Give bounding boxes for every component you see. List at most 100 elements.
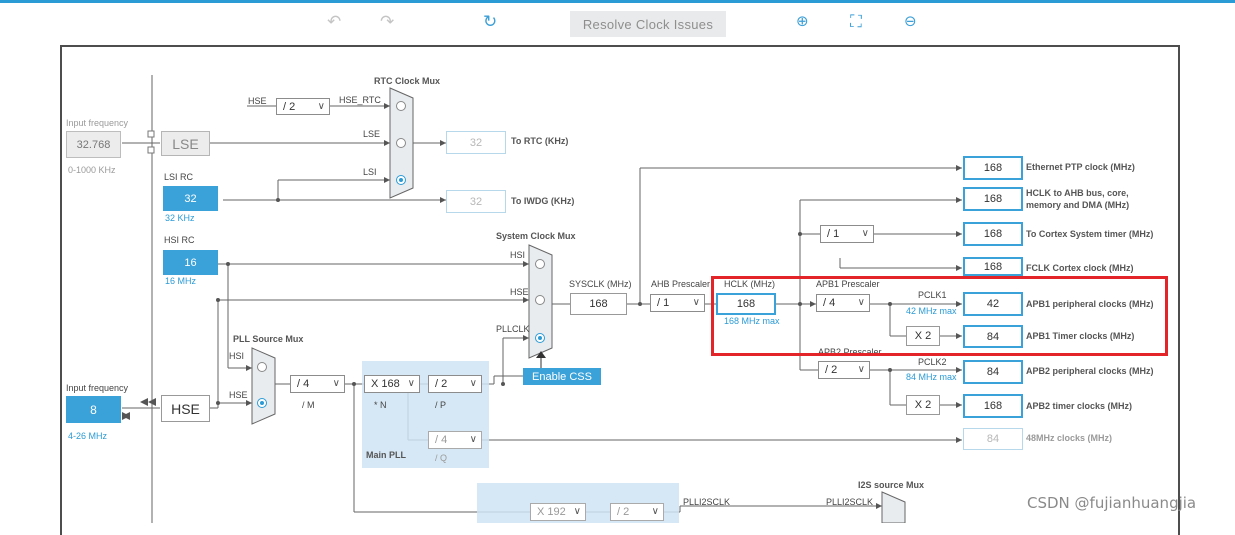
chevron-down-icon: ∨ bbox=[573, 506, 581, 517]
apb1-prescaler-select[interactable]: / 4∨ bbox=[816, 294, 870, 312]
sys-mux-radio-pllclk[interactable] bbox=[535, 333, 545, 343]
chevron-down-icon: ∨ bbox=[857, 364, 865, 375]
sys-mux-radio-hsi[interactable] bbox=[535, 259, 545, 269]
enable-css-button[interactable]: Enable CSS bbox=[523, 368, 601, 385]
pll-src-radio-hsi[interactable] bbox=[257, 362, 267, 372]
lse-button[interactable]: LSE bbox=[161, 131, 210, 156]
apb2-timer-label: APB2 timer clocks (MHz) bbox=[1026, 401, 1133, 411]
rtc-output-value: 32 bbox=[446, 131, 506, 154]
csdn-watermark: CSDN @fujianhuangjia bbox=[1027, 494, 1197, 512]
pclk2-label: PCLK2 bbox=[918, 357, 947, 367]
hclk-ahb-label-line2: memory and DMA (MHz) bbox=[1026, 200, 1130, 210]
refresh-icon[interactable]: ↻ bbox=[483, 12, 498, 31]
plli2s-r-select[interactable]: / 2∨ bbox=[610, 503, 664, 521]
top-accent-bar bbox=[0, 0, 1235, 3]
chevron-down-icon: ∨ bbox=[651, 506, 659, 517]
apb1-highlight-box bbox=[711, 276, 1168, 356]
lse-frequency-field[interactable]: 32.768 bbox=[66, 131, 121, 158]
hse-rtc-label: HSE_RTC bbox=[339, 95, 381, 105]
sysmux-hse-label: HSE bbox=[510, 287, 529, 297]
lsi-note: 32 KHz bbox=[165, 213, 195, 223]
sysmux-hsi-label: HSI bbox=[510, 250, 526, 260]
sysclk-value: 168 bbox=[570, 293, 627, 315]
apb2-prescaler-select[interactable]: / 2∨ bbox=[818, 361, 870, 379]
resolve-clock-issues-button[interactable]: Resolve Clock Issues bbox=[570, 11, 726, 37]
chevron-down-icon: ∨ bbox=[861, 228, 869, 239]
undo-icon[interactable]: ↶ bbox=[327, 12, 342, 31]
fit-screen-icon[interactable]: ⛶ bbox=[850, 12, 862, 31]
pclk2-max-note: 84 MHz max bbox=[906, 372, 957, 382]
sys-mux-radio-hse[interactable] bbox=[535, 295, 545, 305]
pll-source-mux-title: PLL Source Mux bbox=[233, 334, 304, 344]
hse-button[interactable]: HSE bbox=[161, 395, 210, 422]
i2s-mux-input-label: PLLI2SCLK bbox=[826, 497, 874, 507]
rtc-hse-input-label: HSE bbox=[248, 96, 267, 106]
rtc-hse-divider-select[interactable]: / 2∨ bbox=[276, 98, 330, 115]
iwdg-output-value: 32 bbox=[446, 190, 506, 213]
lsi-value: 32 bbox=[163, 186, 218, 211]
cortex-timer-label: To Cortex System timer (MHz) bbox=[1026, 229, 1154, 239]
rtc-output-label: To RTC (KHz) bbox=[511, 136, 569, 146]
pll-src-radio-hse[interactable] bbox=[257, 398, 267, 408]
clock-48mhz-label: 48MHz clocks (MHz) bbox=[1026, 433, 1113, 443]
rtc-mux-radio-lse[interactable] bbox=[396, 138, 406, 148]
chevron-down-icon: ∨ bbox=[332, 378, 340, 389]
iwdg-output-label: To IWDG (KHz) bbox=[511, 196, 575, 206]
sysmux-pllclk-label: PLLCLK bbox=[496, 324, 530, 334]
rtc-mux-title: RTC Clock Mux bbox=[374, 76, 441, 86]
pll-src-hse-label: HSE bbox=[229, 390, 248, 400]
apb1-timer-label: APB1 Timer clocks (MHz) bbox=[1026, 331, 1135, 341]
apb2-peripheral-label: APB2 peripheral clocks (MHz) bbox=[1026, 366, 1154, 376]
hsi-note: 16 MHz bbox=[165, 276, 197, 286]
main-pll-label: Main PLL bbox=[366, 450, 406, 460]
ahb-prescaler-select[interactable]: / 1∨ bbox=[650, 294, 705, 312]
hsi-value: 16 bbox=[163, 250, 218, 275]
hse-range-label: 4-26 MHz bbox=[68, 431, 108, 441]
plli2s-n-select[interactable]: X 192∨ bbox=[530, 503, 586, 521]
toolbar: ↶ ↷ ↻ Resolve Clock Issues ⊕ ⛶ ⊖ bbox=[0, 3, 1235, 43]
clock-canvas bbox=[60, 45, 1180, 535]
fclk-label: FCLK Cortex clock (MHz) bbox=[1026, 263, 1134, 273]
rtc-mux-radio-hse[interactable] bbox=[396, 101, 406, 111]
rtc-mux-radio-lsi[interactable] bbox=[396, 175, 406, 185]
apb2-peripheral-value: 84 bbox=[963, 360, 1023, 384]
i2s-source-mux-title: I2S source Mux bbox=[858, 480, 925, 490]
rtc-lsi-input-label: LSI bbox=[363, 167, 377, 177]
apb1-peripheral-value: 42 bbox=[963, 292, 1023, 316]
pll-p-label: / P bbox=[435, 400, 447, 410]
apb1-peripheral-label: APB1 peripheral clocks (MHz) bbox=[1026, 299, 1154, 309]
pll-n-label: * N bbox=[374, 400, 387, 410]
pll-p-select[interactable]: / 2∨ bbox=[428, 375, 482, 393]
redo-icon[interactable]: ↷ bbox=[380, 12, 395, 31]
hclk-max-note: 168 MHz max bbox=[724, 316, 780, 326]
pll-src-hsi-label: HSI bbox=[229, 351, 245, 361]
lse-range-label: 0-1000 KHz bbox=[68, 165, 116, 175]
pclk1-label: PCLK1 bbox=[918, 290, 947, 300]
fclk-value: 168 bbox=[963, 257, 1023, 276]
chevron-down-icon: ∨ bbox=[469, 378, 477, 389]
zoom-out-icon[interactable]: ⊖ bbox=[904, 13, 917, 30]
hse-frequency-field[interactable]: 8 bbox=[66, 396, 121, 423]
plli2sclk-label: PLLI2SCLK bbox=[683, 497, 731, 507]
pll-m-select[interactable]: / 4∨ bbox=[290, 375, 345, 393]
ethernet-ptp-value: 168 bbox=[963, 156, 1023, 180]
hse-input-frequency-label: Input frequency bbox=[66, 383, 129, 393]
chevron-down-icon: ∨ bbox=[857, 297, 865, 308]
apb2-timer-value: 168 bbox=[963, 394, 1023, 418]
chevron-down-icon: ∨ bbox=[469, 434, 477, 445]
cortex-timer-divider-select[interactable]: / 1∨ bbox=[820, 225, 874, 243]
pclk1-max-note: 42 MHz max bbox=[906, 306, 957, 316]
ahb-prescaler-label: AHB Prescaler bbox=[651, 279, 711, 289]
chevron-down-icon: ∨ bbox=[692, 297, 700, 308]
apb2-prescaler-label: APB2 Prescaler bbox=[818, 347, 882, 357]
hclk-field[interactable]: 168 bbox=[716, 293, 776, 315]
apb2-timer-multiplier: X 2 bbox=[906, 395, 940, 415]
apb1-prescaler-label: APB1 Prescaler bbox=[816, 279, 880, 289]
clock-48mhz-value: 84 bbox=[963, 428, 1023, 450]
pll-q-select[interactable]: / 4∨ bbox=[428, 431, 482, 449]
sysclk-label: SYSCLK (MHz) bbox=[569, 279, 632, 289]
zoom-in-icon[interactable]: ⊕ bbox=[796, 13, 809, 30]
pll-n-select[interactable]: X 168∨ bbox=[364, 375, 420, 393]
apb1-timer-value: 84 bbox=[963, 325, 1023, 348]
lsi-rc-label: LSI RC bbox=[164, 172, 194, 182]
